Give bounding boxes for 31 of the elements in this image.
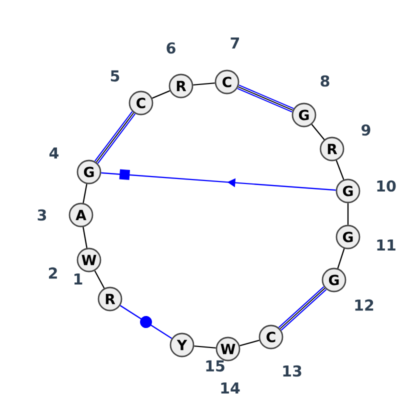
position-number: 12 [355, 299, 374, 311]
position-number: 14 [221, 382, 240, 394]
backbone-line [337, 248, 345, 269]
position-number: 13 [283, 365, 302, 377]
backbone-line [336, 160, 344, 180]
position-number: 7 [230, 38, 240, 48]
backbone-line [193, 82, 215, 86]
position-number: 10 [377, 180, 396, 192]
base-pair-line [237, 84, 294, 112]
backbone-line [240, 340, 260, 346]
position-number: 3 [38, 209, 46, 221]
backbone-line [82, 226, 88, 248]
position-number: 8 [320, 75, 330, 87]
backbone-line [152, 90, 170, 99]
base-pair-line [278, 286, 327, 331]
backbone-line [311, 124, 325, 140]
position-number: 11 [377, 240, 396, 250]
arrow [101, 169, 336, 191]
position-number: 5 [110, 70, 120, 82]
backbone-line [82, 184, 88, 204]
backbone-line [194, 345, 216, 349]
position-number: 2 [48, 267, 57, 279]
position-number: 15 [206, 360, 224, 372]
backbone-line [94, 270, 105, 289]
position-number: 6 [166, 42, 176, 54]
position-number: 9 [362, 124, 370, 136]
position-number: 4 [49, 148, 59, 158]
base-pair-line [94, 111, 136, 164]
position-number: 1 [74, 274, 82, 284]
interaction-line [120, 305, 172, 339]
backbone-line [347, 203, 349, 225]
